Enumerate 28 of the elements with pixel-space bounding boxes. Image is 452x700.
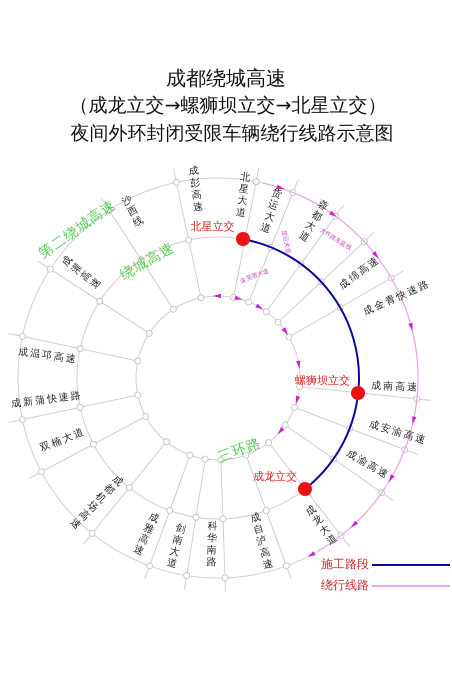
road-name: 成自泸高速 xyxy=(248,511,276,573)
road-name: 成灌高速 xyxy=(59,254,104,292)
subtitle: 夜间外环封闭受限车辆绕行线路示意图 xyxy=(70,124,394,144)
interchange-label: 螺狮坝立交 xyxy=(295,374,350,387)
road-name: 沙西线 xyxy=(119,193,146,231)
road-name: 北星大道 xyxy=(234,171,252,221)
road-name: 剑南大道 xyxy=(164,522,188,572)
construction-route-line xyxy=(310,399,358,486)
road-name: 成南高速 xyxy=(370,380,420,394)
interchange-label: 北星立交 xyxy=(190,221,234,234)
road-name: 成渝高速 xyxy=(344,448,392,482)
road-name: 成温邛高速 xyxy=(18,346,78,366)
road-name: 成彭高速 xyxy=(187,165,205,215)
interchange-label: 成龙立交 xyxy=(252,471,297,484)
legend-label: 施工路段 xyxy=(321,558,369,572)
ring-road-name: 三环路 xyxy=(216,436,264,466)
road-name: 成安渝高速 xyxy=(368,418,428,448)
subtitle: （成龙立交→螺狮坝立交→北星立交） xyxy=(70,96,386,116)
construction-route-line xyxy=(249,240,360,386)
title: 成都绕城高速 xyxy=(166,67,286,89)
legend-label: 绕行线路 xyxy=(321,579,369,593)
ring-road-name: 绕城高速 xyxy=(118,240,178,284)
road-name: 科华南路 xyxy=(205,520,219,570)
road-name: 成雅高速 xyxy=(130,510,162,560)
road-name: 双楠大道 xyxy=(38,426,88,454)
road-name: 成都机场高速 xyxy=(66,473,126,533)
road-name: 成龙大道 xyxy=(303,502,340,550)
road-name: 成新蒲快速路 xyxy=(10,390,84,410)
